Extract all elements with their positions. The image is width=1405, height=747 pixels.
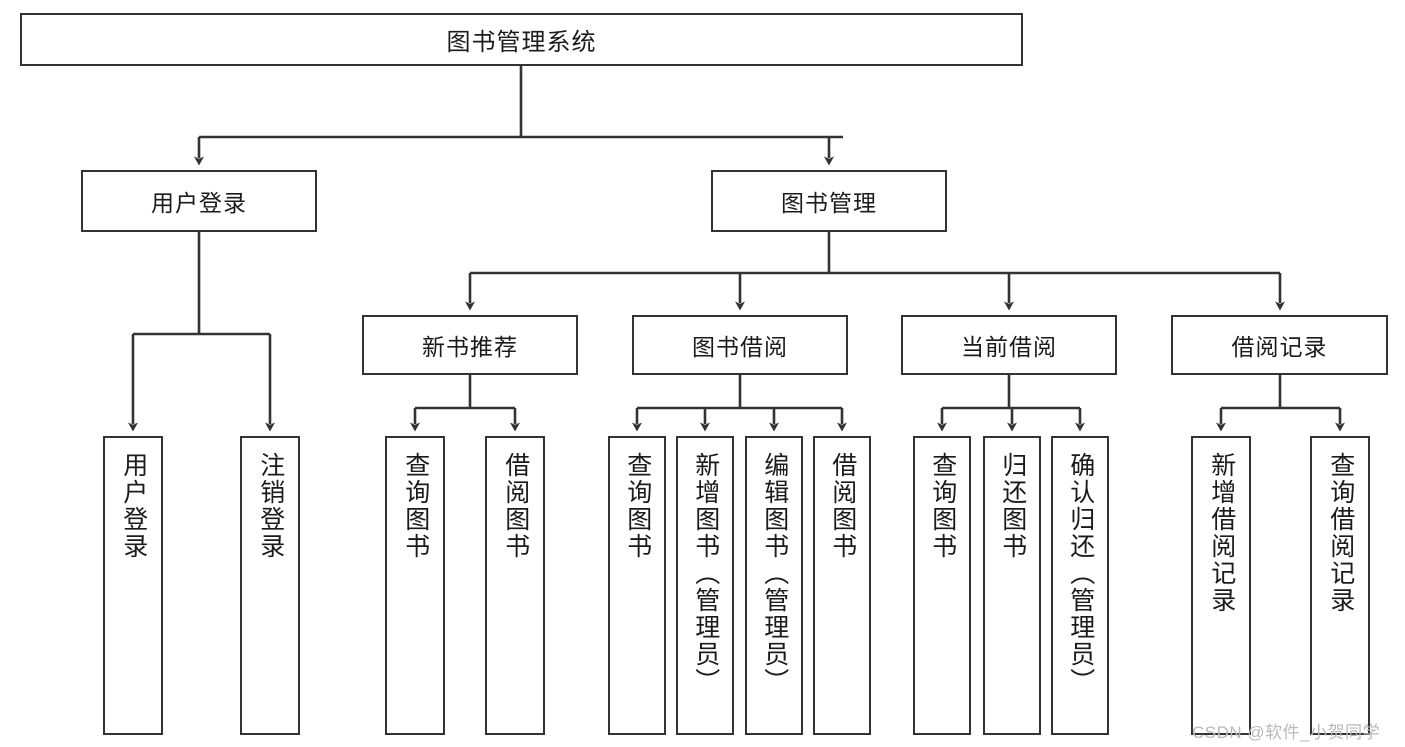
node-leaf-4[interactable]: 查询图书 — [608, 436, 666, 735]
node-leaf-12-label: 查询借阅记录 — [1326, 452, 1355, 614]
node-leaf-10[interactable]: 确认归还（管理员） — [1051, 436, 1109, 735]
node-level3-0[interactable]: 新书推荐 — [362, 315, 578, 375]
node-root[interactable]: 图书管理系统 — [20, 13, 1023, 66]
node-leaf-12[interactable]: 查询借阅记录 — [1310, 436, 1370, 735]
node-level3-0-label: 新书推荐 — [422, 334, 518, 360]
node-leaf-9-label: 归还图书 — [998, 452, 1027, 560]
node-leaf-11[interactable]: 新增借阅记录 — [1191, 436, 1251, 735]
node-leaf-6-label: 编辑图书（管理员） — [760, 452, 789, 695]
node-leaf-6[interactable]: 编辑图书（管理员） — [745, 436, 803, 735]
node-level3-1-label: 图书借阅 — [692, 334, 788, 360]
node-leaf-1[interactable]: 注销登录 — [240, 436, 300, 735]
node-leaf-8[interactable]: 查询图书 — [913, 436, 971, 735]
node-leaf-10-label: 确认归还（管理员） — [1066, 452, 1095, 695]
node-leaf-4-label: 查询图书 — [623, 452, 652, 560]
node-leaf-2-label: 查询图书 — [401, 452, 430, 560]
node-leaf-7[interactable]: 借阅图书 — [813, 436, 871, 735]
watermark: CSDN @软件_小贺同学 — [1192, 723, 1381, 742]
node-leaf-1-label: 注销登录 — [256, 452, 285, 560]
node-level2-1[interactable]: 图书管理 — [711, 170, 947, 232]
node-leaf-0-label: 用户登录 — [119, 452, 148, 560]
node-level3-2-label: 当前借阅 — [961, 334, 1057, 360]
node-leaf-2[interactable]: 查询图书 — [385, 436, 445, 735]
node-leaf-8-label: 查询图书 — [928, 452, 957, 560]
node-leaf-5-label: 新增图书（管理员） — [691, 452, 720, 695]
node-leaf-11-label: 新增借阅记录 — [1207, 452, 1236, 614]
node-leaf-3[interactable]: 借阅图书 — [485, 436, 545, 735]
node-leaf-3-label: 借阅图书 — [501, 452, 530, 560]
node-level3-3[interactable]: 借阅记录 — [1171, 315, 1388, 375]
node-level2-0[interactable]: 用户登录 — [81, 170, 317, 232]
node-level3-1[interactable]: 图书借阅 — [632, 315, 848, 375]
node-leaf-7-label: 借阅图书 — [828, 452, 857, 560]
node-root-label: 图书管理系统 — [446, 29, 597, 56]
node-leaf-9[interactable]: 归还图书 — [983, 436, 1041, 735]
node-leaf-0[interactable]: 用户登录 — [103, 436, 163, 735]
node-level3-3-label: 借阅记录 — [1231, 334, 1328, 360]
node-level2-0-label: 用户登录 — [151, 190, 247, 216]
node-level2-1-label: 图书管理 — [781, 190, 877, 216]
node-leaf-5[interactable]: 新增图书（管理员） — [676, 436, 734, 735]
node-level3-2[interactable]: 当前借阅 — [901, 315, 1117, 375]
